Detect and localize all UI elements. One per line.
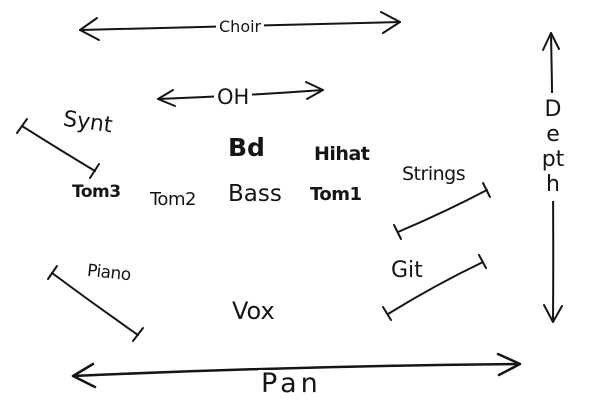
synt-range-cap-right <box>89 163 100 179</box>
bass-label: Bass <box>228 181 282 207</box>
depth-arrow-bottom-head <box>543 304 563 323</box>
vox-label: Vox <box>232 297 275 325</box>
piano-label: Piano <box>86 260 132 286</box>
choir-label: Choir <box>216 19 265 35</box>
oh-label: OH <box>214 87 253 108</box>
tom3-label: Tom3 <box>72 182 121 202</box>
depth-arrow-top-head <box>542 32 560 51</box>
oh-arrow-left-head <box>157 89 176 107</box>
git-range-line <box>387 261 484 315</box>
piano-range-cap-right <box>132 327 144 342</box>
git-range-cap-right <box>478 254 487 269</box>
synt-range-cap-left <box>16 118 28 134</box>
strings-label: Strings <box>402 163 466 185</box>
tom2-label: Tom2 <box>150 189 196 210</box>
strings-range-cap-left <box>393 224 402 240</box>
bd-label: Bd <box>228 133 265 162</box>
strings-range-line <box>397 189 488 233</box>
piano-range-line <box>51 272 139 336</box>
choir-arrow-left-head <box>79 17 100 41</box>
strings-range-cap-right <box>482 182 491 198</box>
depth-label: Depth <box>540 93 566 201</box>
tom1-label: Tom1 <box>310 184 362 205</box>
oh-arrow-right-head <box>305 81 324 100</box>
pan-arrow-shaft <box>71 362 522 378</box>
synt-range-line <box>21 125 96 172</box>
choir-arrow-right-head <box>380 11 401 34</box>
hihat-label: Hihat <box>314 143 370 165</box>
git-range-cap-left <box>382 306 392 321</box>
pan-label: Pan <box>258 370 325 397</box>
git-label: Git <box>391 258 423 283</box>
pan-arrow-left-head <box>71 362 97 389</box>
pan-arrow-right-head <box>496 352 522 377</box>
piano-range-cap-left <box>47 265 58 280</box>
